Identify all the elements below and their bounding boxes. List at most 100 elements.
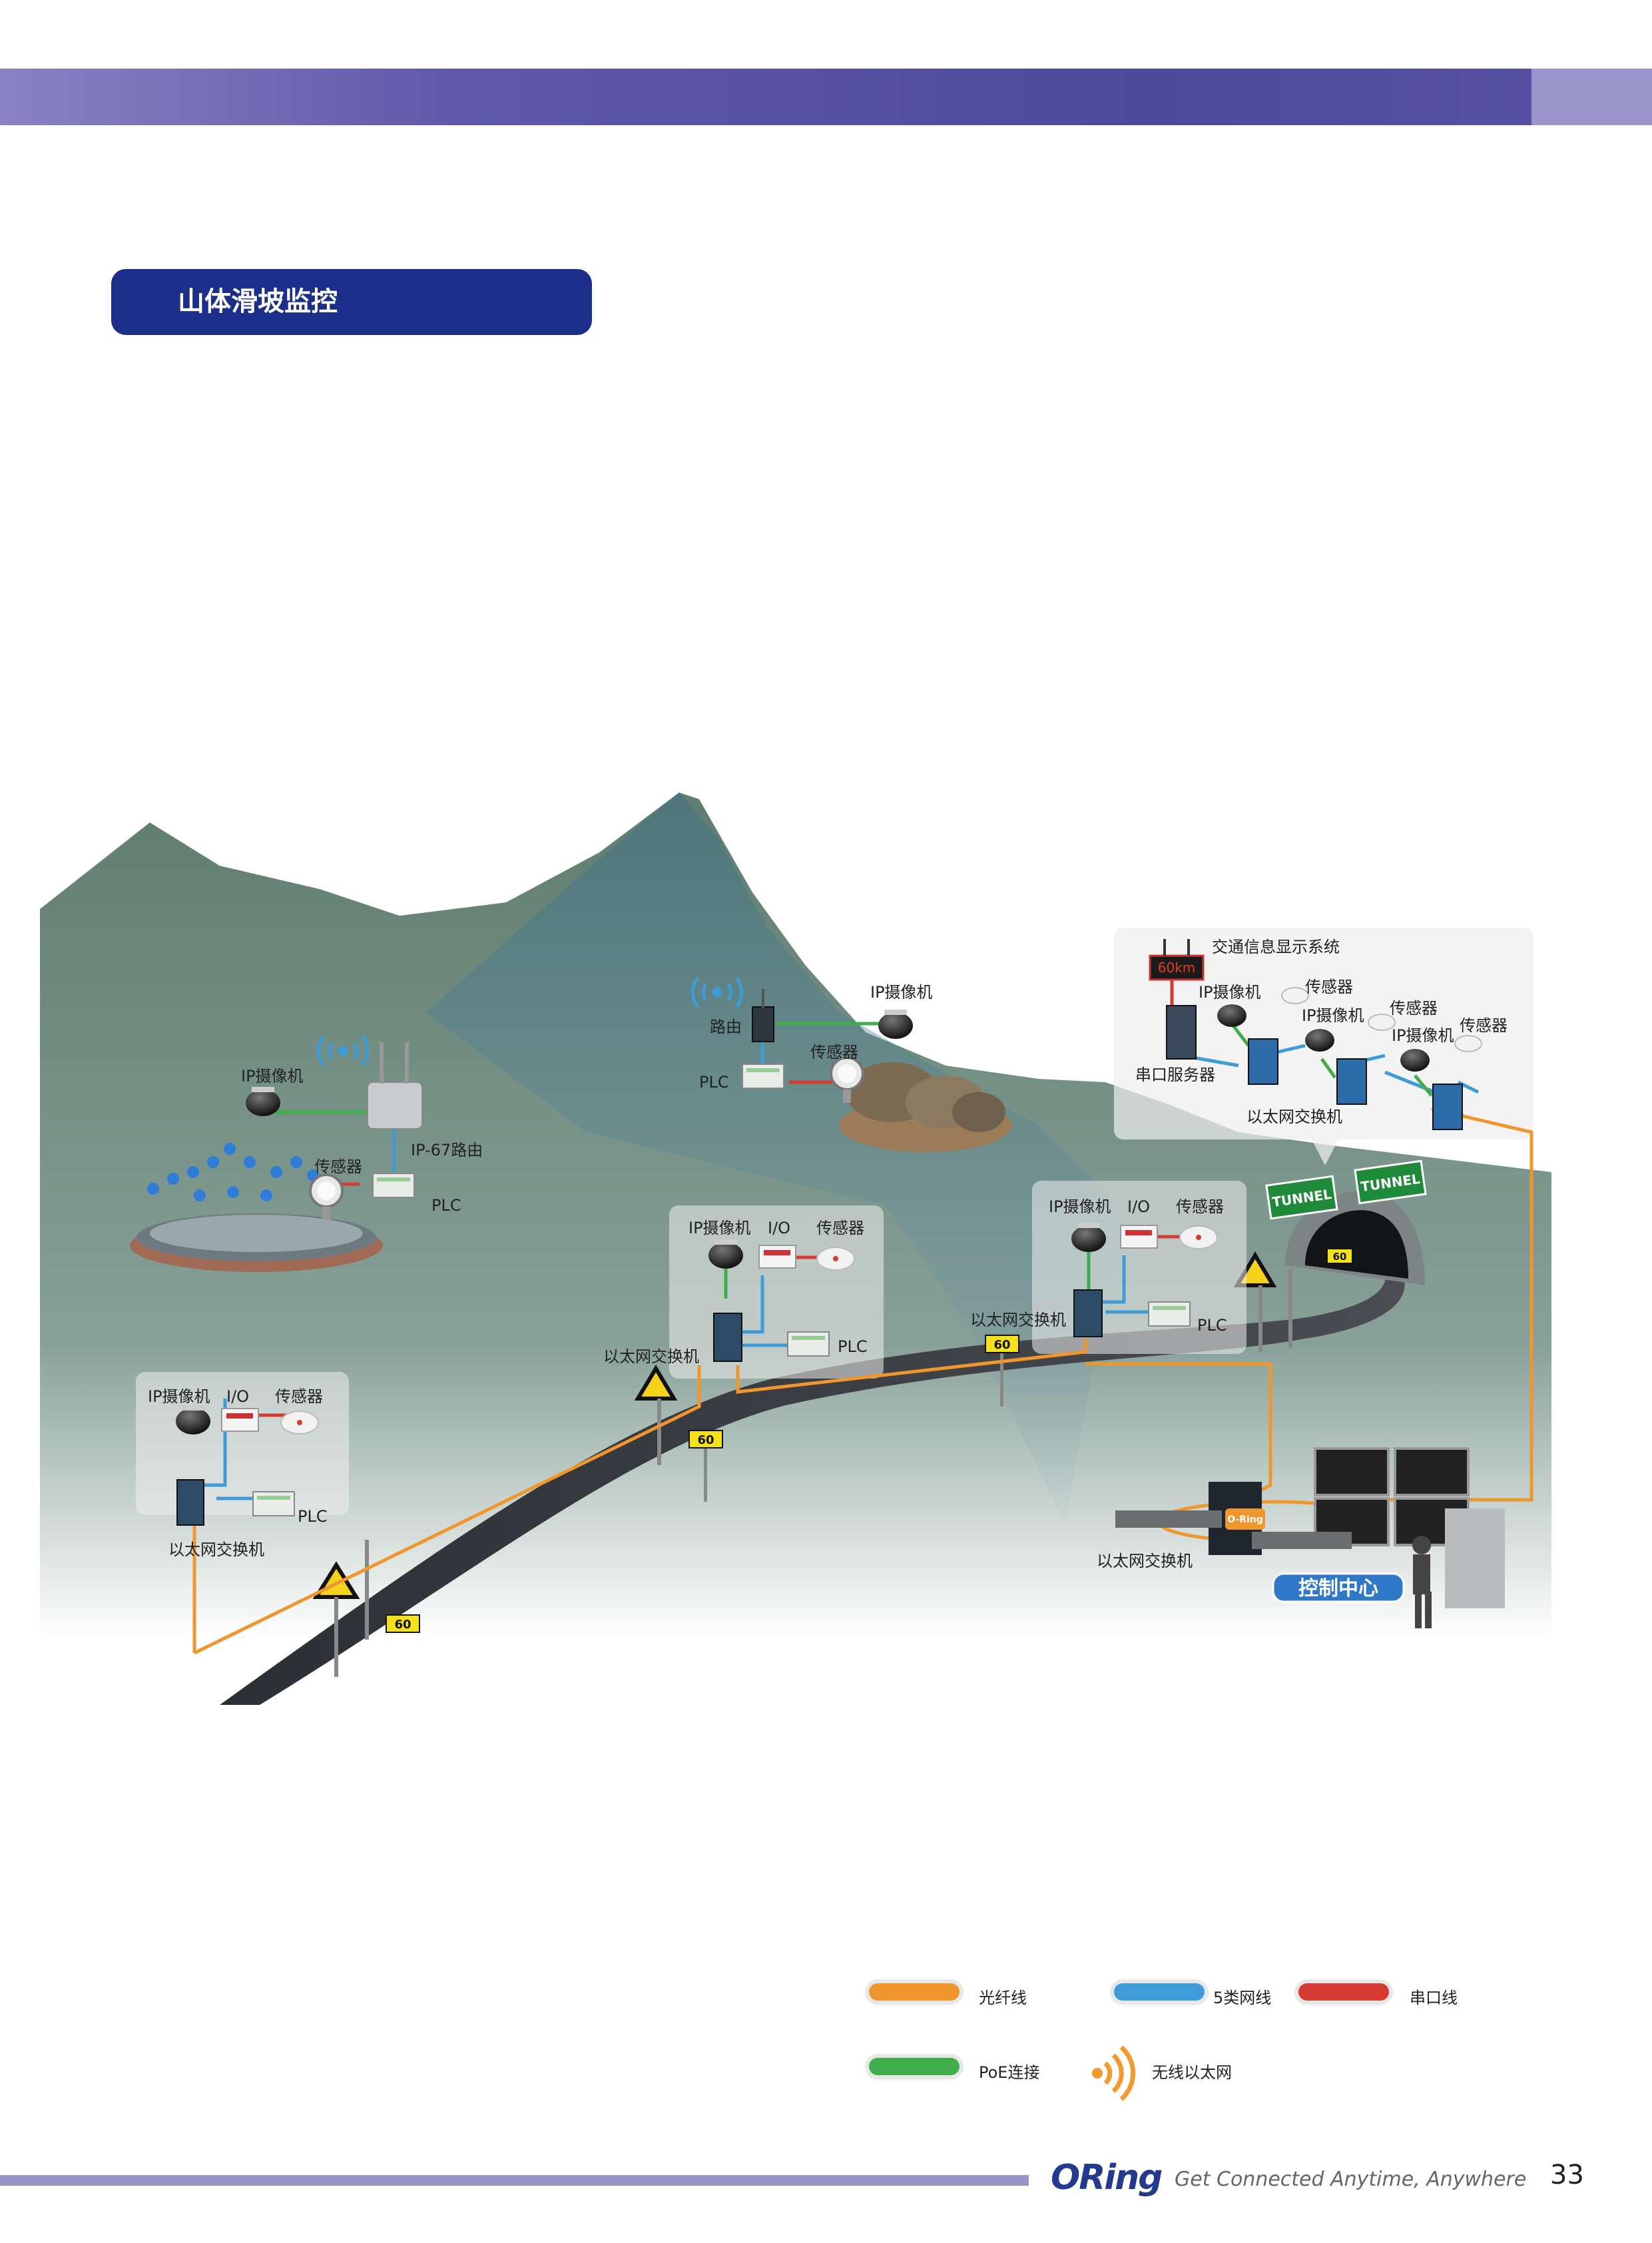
ip-camera-icon [1071,1223,1106,1252]
ip-camera-icon [1400,1049,1430,1072]
label-plc: PLC [838,1337,868,1356]
label-camera: IP摄像机 [1392,1026,1454,1045]
ethernet-switch-icon [1432,1084,1463,1130]
label-sensor: 传感器 [1305,978,1353,996]
label-io: I/O [1127,1197,1150,1216]
ip67-router-icon [367,1042,423,1129]
ethernet-switch-icon [1248,1038,1278,1085]
fiber-link-2 [193,1365,701,1655]
legend-fiber-label: 光纤线 [979,1989,1027,2007]
label-plc: PLC [1197,1316,1227,1335]
wireless-icon [317,1035,369,1067]
legend-wireless-label: 无线以太网 [1152,2063,1232,2082]
brand-tagline: Get Connected Anytime, Anywhere [1175,2168,1527,2191]
label-camera: IP摄像机 [241,1067,304,1086]
serial-server-icon [1166,1005,1197,1060]
header-bar [0,69,1531,125]
label-camera: IP摄像机 [688,1219,751,1237]
label-switch: 以太网交换机 [1097,1552,1193,1570]
io-module-icon [221,1408,259,1432]
legend-poe-line [869,2058,960,2075]
header-bar-accent [1531,69,1652,125]
plc-icon [1148,1301,1191,1327]
svg-text:控制中心: 控制中心 [1298,1577,1378,1600]
ethernet-switch-icon [1073,1289,1103,1337]
road [220,1239,1405,1705]
label-sensor: 传感器 [816,1219,864,1237]
rock-pile [839,1062,1012,1152]
io-module-icon [1120,1225,1158,1249]
label-sensor: 传感器 [314,1157,362,1176]
router-icon [752,989,774,1042]
tunnel-sign-1: TUNNEL [1265,1175,1338,1220]
ip-camera-icon [176,1405,210,1435]
cat5-link-mid-1 [739,1275,764,1334]
sensor-icon [1281,987,1309,1004]
ethernet-switch-icon [176,1479,204,1526]
label-router: 路由 [710,1018,742,1036]
page-number: 33 [1550,2160,1584,2190]
label-sensor: 传感器 [1176,1197,1224,1216]
label-camera: IP摄像机 [1199,983,1261,1002]
legend-serial-line [1298,1983,1389,2001]
legend-serial-label: 串口线 [1410,1989,1458,2007]
reservoir [130,1143,383,1272]
svg-text:60: 60 [697,1433,714,1447]
sensor-icon [1179,1225,1218,1249]
gauge-sensor-icon [309,1173,344,1220]
ip-camera-icon [246,1087,280,1116]
label-sensor: 传感器 [810,1043,858,1062]
label-plc: PLC [298,1507,328,1526]
poe-link-tunnel-2 [1320,1058,1337,1079]
mountain-shadow [426,793,1132,1525]
label-sensor: 传感器 [275,1387,323,1406]
legend-fiber-line [869,1983,960,2001]
svg-text:60km: 60km [1158,960,1196,976]
speed-sign-3: 60 [985,1335,1019,1407]
tunnel-sign-2: TUNNEL [1354,1159,1427,1205]
ip-camera-icon [878,1010,913,1039]
label-sensor: 传感器 [1390,999,1438,1018]
svg-text:60: 60 [394,1618,411,1632]
label-io: I/O [768,1219,790,1237]
label-sensor: 传感器 [1460,1016,1508,1035]
control-center-badge: 控制中心 [1272,1572,1405,1603]
label-serial-server: 串口服务器 [1135,1066,1215,1084]
label-display-system: 交通信息显示系统 [1212,938,1340,956]
io-module-icon [758,1245,796,1269]
sensor-icon [280,1411,319,1435]
speed-sign-4: 60 [1326,1248,1353,1264]
label-io: I/O [226,1387,249,1406]
label-switch: 以太网交换机 [970,1311,1066,1329]
legend-poe-label: PoE连接 [979,2063,1040,2082]
label-plc: PLC [699,1073,729,1092]
plc-icon [787,1331,830,1357]
cat5-link-right-1 [1102,1255,1126,1304]
gauge-sensor-icon [830,1056,864,1103]
label-switch: 以太网交换机 [1246,1108,1342,1126]
fiber-link-3 [736,1339,1087,1394]
ip-camera-icon [1305,1029,1334,1052]
traffic-display: 60km [1149,939,1205,981]
poe-link-tunnel-3 [1414,1074,1433,1097]
legend-cat5-label: 5类网线 [1213,1989,1272,2007]
ip-camera-icon [1217,1004,1246,1027]
control-center: O-Ring [1115,1447,1505,1628]
plc-icon [372,1173,415,1198]
speed-sign-2: 60 [688,1430,723,1502]
ethernet-switch-icon [1336,1058,1367,1105]
label-camera: IP摄像机 [1302,1006,1364,1025]
poe-link-tunnel-1 [1232,1024,1250,1047]
brand-logo: ORing [1051,2158,1163,2198]
sensor-icon [816,1247,855,1271]
svg-text:60: 60 [1333,1251,1347,1263]
warning-sign-2 [634,1365,678,1465]
label-plc: PLC [431,1196,461,1215]
section-title: 山体滑坡监控 [111,269,592,335]
label-switch: 以太网交换机 [603,1347,699,1366]
wireless-legend-icon [1092,2045,1136,2101]
label-camera: IP摄像机 [1049,1197,1111,1216]
svg-text:60: 60 [993,1338,1010,1352]
sensor-icon [1368,1014,1396,1031]
ip-camera-icon [708,1239,743,1269]
